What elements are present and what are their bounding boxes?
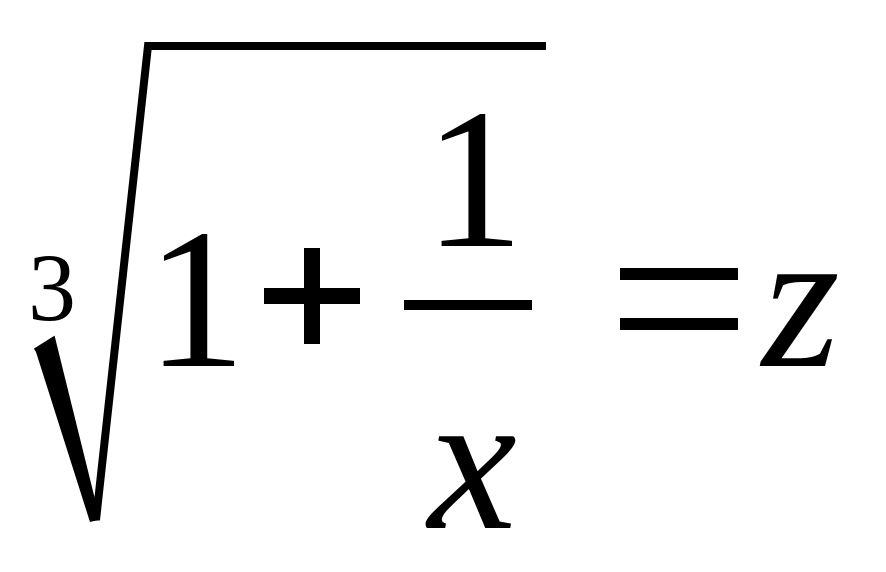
root-index: 3	[28, 234, 76, 341]
fraction-bar	[404, 300, 532, 310]
term-one: 1	[146, 189, 246, 410]
result-variable: z	[762, 189, 840, 410]
equals-sign	[620, 268, 738, 332]
fraction-numerator: 1	[424, 69, 524, 290]
fraction-denominator: x	[428, 351, 517, 572]
plus-sign	[264, 248, 360, 344]
